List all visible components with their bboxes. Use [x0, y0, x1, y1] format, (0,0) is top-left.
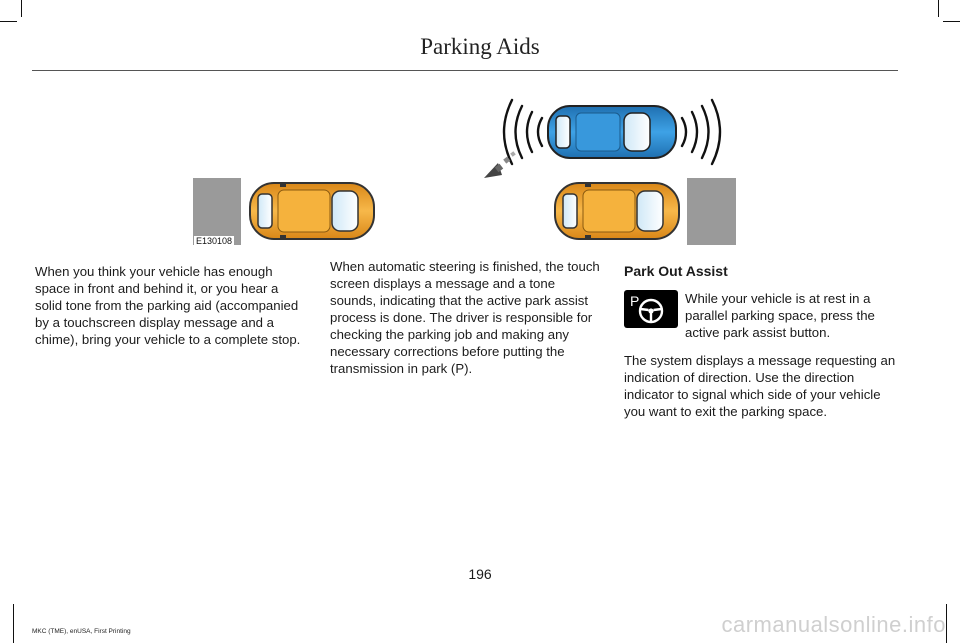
- crop-mark-br-v: [946, 604, 947, 643]
- figure-code: E130108: [194, 236, 235, 246]
- column-2: When automatic steering is finished, the…: [330, 258, 602, 389]
- sensor-waves: [502, 98, 722, 166]
- left-parked-car: [249, 182, 375, 240]
- park-assist-icon: P: [624, 290, 678, 328]
- crop-mark-bl-v: [13, 604, 14, 643]
- blue-car: [547, 105, 677, 159]
- right-parked-car: [554, 182, 680, 240]
- park-out-assist-heading: Park Out Assist: [624, 263, 728, 279]
- right-curb: [687, 178, 736, 245]
- page-title: Parking Aids: [420, 34, 540, 59]
- crop-mark-tr-h: [943, 21, 960, 22]
- page-number: 196: [468, 566, 492, 582]
- parking-illustration: [193, 98, 736, 245]
- left-curb: [193, 178, 241, 245]
- column-1: When you think your vehicle has enough s…: [35, 263, 307, 360]
- title-rule: [32, 70, 898, 71]
- column-3: Park Out Assist: [624, 263, 900, 290]
- column-1-paragraph: When you think your vehicle has enough s…: [35, 264, 301, 347]
- column-2-paragraph: When automatic steering is finished, the…: [330, 259, 600, 376]
- park-out-assist-body: The system displays a message requesting…: [624, 353, 896, 419]
- crop-mark-tr-v: [938, 0, 939, 17]
- direction-arrow: [484, 151, 516, 178]
- svg-text:P: P: [630, 293, 639, 309]
- edition-footer: MKC (TME), enUSA, First Printing: [32, 628, 131, 635]
- park-out-assist-intro: While your vehicle is at rest in a paral…: [685, 291, 875, 340]
- crop-mark-tl-h: [0, 21, 17, 22]
- crop-mark-tl-v: [21, 0, 22, 17]
- watermark: carmanualsonline.info: [721, 612, 946, 637]
